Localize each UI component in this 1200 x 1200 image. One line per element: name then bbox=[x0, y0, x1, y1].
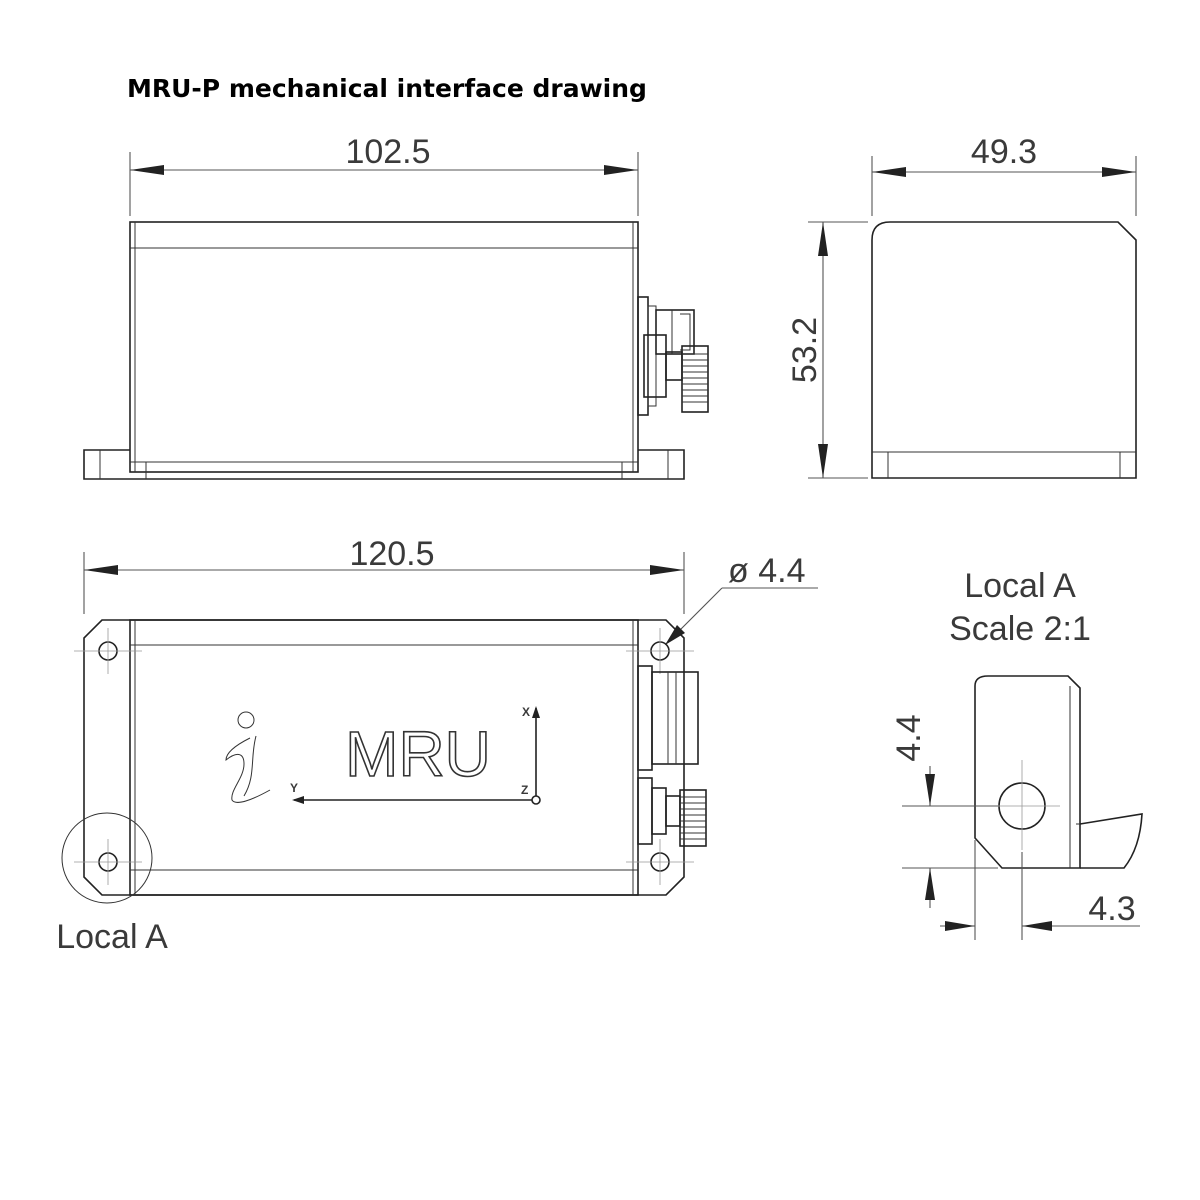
dimension-detail-horizontal: 4.3 bbox=[940, 840, 1140, 940]
dimension-detail-vertical: 4.4 bbox=[890, 714, 998, 908]
detail-view bbox=[974, 675, 1143, 869]
axis-indicator: X Y Z bbox=[290, 705, 541, 805]
local-a-label: Local A bbox=[56, 918, 168, 956]
axis-x-label: X bbox=[522, 705, 530, 719]
dimension-label-120-5: 120.5 bbox=[349, 535, 434, 573]
dimension-label-detail-4-4: 4.4 bbox=[890, 714, 928, 761]
mounting-hole-top-right bbox=[626, 628, 694, 674]
dimension-label-49-3: 49.3 bbox=[971, 133, 1037, 171]
i-logo-icon bbox=[225, 711, 271, 803]
local-a-circle bbox=[61, 812, 153, 904]
top-view: MRU X Y Z bbox=[61, 619, 707, 904]
detail-scale: Scale 2:1 bbox=[949, 610, 1091, 648]
detail-title: Local A bbox=[964, 567, 1076, 605]
axis-y-label: Y bbox=[290, 781, 298, 795]
detail-mounting-hole bbox=[985, 760, 1060, 850]
drawing-title: MRU-P mechanical interface drawing bbox=[127, 74, 647, 103]
dimension-top-width: 102.5 bbox=[129, 133, 639, 216]
dimension-label-detail-4-3: 4.3 bbox=[1088, 890, 1135, 928]
dimension-label-102-5: 102.5 bbox=[345, 133, 430, 171]
dimension-label-53-2: 53.2 bbox=[786, 317, 824, 383]
dimension-height: 53.2 bbox=[786, 221, 868, 479]
hole-diameter-callout: ø 4.4 bbox=[665, 552, 818, 645]
front-view bbox=[83, 221, 709, 480]
mru-logo-text: MRU bbox=[345, 718, 491, 790]
dimension-bottom-width: 120.5 bbox=[83, 535, 685, 614]
mounting-hole-top-left bbox=[74, 628, 142, 674]
mounting-hole-bottom-left bbox=[74, 839, 142, 885]
dimension-side-width: 49.3 bbox=[871, 133, 1137, 216]
side-view bbox=[871, 221, 1137, 479]
mounting-hole-bottom-right bbox=[626, 839, 694, 885]
z-axis-marker bbox=[531, 795, 541, 805]
dimension-label-hole-diameter: ø 4.4 bbox=[728, 552, 805, 590]
axis-z-label: Z bbox=[521, 783, 528, 797]
